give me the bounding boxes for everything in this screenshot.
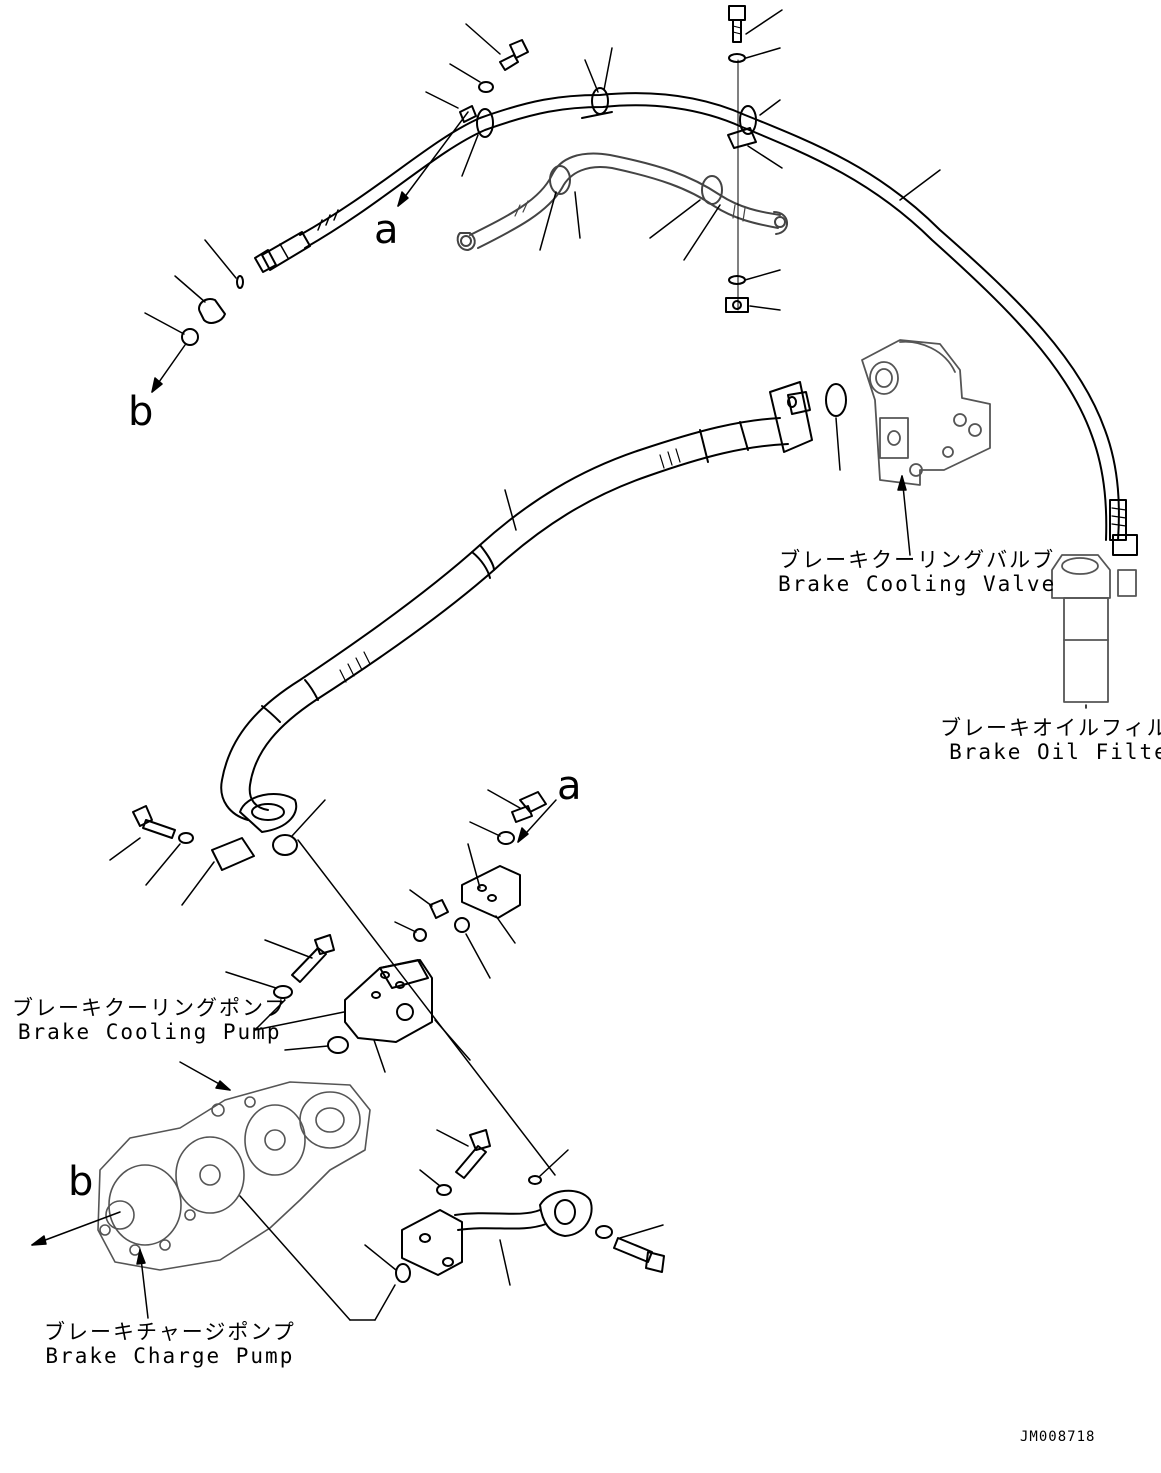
callout-letter-b-top: b xyxy=(128,389,154,435)
bolt-top-middle xyxy=(478,39,529,93)
label-brake-oil-filter-jp: ブレーキオイルフィルタ xyxy=(940,716,1161,740)
label-brake-oil-filter-en: Brake Oil Filter xyxy=(949,740,1161,764)
o-ring-lower-left xyxy=(395,1263,411,1283)
callout-letter-b-bottom: b xyxy=(68,1159,94,1205)
pump-assembly-drawing xyxy=(97,1081,371,1271)
bolt-lower-right xyxy=(595,1225,665,1273)
hose-end-fitting-left xyxy=(254,231,311,273)
label-brake-charge-pump-en: Brake Charge Pump xyxy=(45,1344,295,1368)
o-ring-lower-pipe xyxy=(528,1175,542,1185)
brake-oil-filter-drawing xyxy=(1051,554,1137,703)
label-brake-oil-filter: ブレーキオイルフィルタ Brake Oil Filter xyxy=(940,716,1161,764)
document-number: JM008718 xyxy=(1020,1429,1096,1445)
label-brake-charge-pump: ブレーキチャージポンプ Brake Charge Pump xyxy=(44,1320,296,1368)
label-brake-cooling-pump: ブレーキクーリングポンプ Brake Cooling Pump xyxy=(12,996,287,1044)
large-lower-hose xyxy=(220,417,789,821)
bolt-lower-middle xyxy=(436,1129,491,1196)
small-bolts-pump-cover xyxy=(413,899,470,942)
short-hose xyxy=(456,152,788,251)
label-brake-charge-pump-jp: ブレーキチャージポンプ xyxy=(44,1320,296,1344)
bolt-pump-cover-left xyxy=(273,934,335,999)
hose-clamps-upper xyxy=(459,87,757,149)
callout-letter-a-top: a xyxy=(374,207,399,253)
o-ring-pump-cover xyxy=(327,1036,349,1054)
label-brake-cooling-valve: ブレーキクーリングバルブ Brake Cooling Valve xyxy=(778,548,1056,596)
bracket-a xyxy=(461,791,547,919)
callout-arrows xyxy=(31,111,1087,1319)
hose-flange-pump-end xyxy=(211,793,298,871)
upper-hose xyxy=(299,92,1120,541)
brake-cooling-valve-drawing xyxy=(861,339,991,486)
hose-end-fitting-filter xyxy=(1109,499,1138,556)
bolt-upper-left xyxy=(132,805,194,844)
callout-letter-a-bottom: a xyxy=(557,763,582,809)
bolt-top-right xyxy=(725,5,749,313)
label-brake-cooling-valve-jp: ブレーキクーリングバルブ xyxy=(779,548,1056,572)
lower-pipe xyxy=(401,1189,593,1276)
label-brake-cooling-pump-jp: ブレーキクーリングポンプ xyxy=(12,996,288,1020)
label-brake-cooling-pump-en: Brake Cooling Pump xyxy=(17,1020,282,1044)
pump-cover-block xyxy=(344,959,433,1043)
elbow-fitting-left xyxy=(181,275,244,346)
o-ring-valve xyxy=(825,383,847,417)
label-brake-cooling-valve-en: Brake Cooling Valve xyxy=(778,572,1057,596)
hose-flange-valve-end xyxy=(769,381,813,453)
leader-lines xyxy=(109,9,941,1321)
